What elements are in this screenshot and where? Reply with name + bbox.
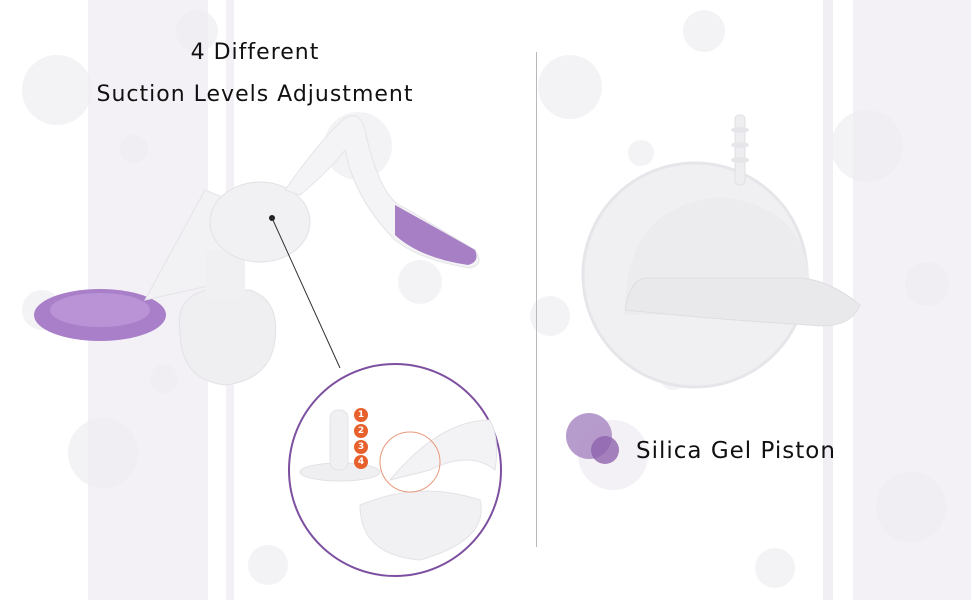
bubble [683,10,725,52]
bubble [150,365,178,393]
panel-divider [536,52,537,547]
bubble [876,472,946,542]
level-badge-4: 4 [354,455,368,469]
level-badge-2: 2 [354,424,368,438]
piston-label: Silica Gel Piston [636,438,836,464]
bubble [538,55,602,119]
bubble [248,545,288,585]
bubble [831,110,903,182]
bubble [22,55,92,125]
bubble [398,260,442,304]
bubble [628,140,654,166]
silica-gel-piston-image [581,114,861,389]
bubble [68,418,138,488]
level-badge-3: 3 [354,440,368,454]
bubble [755,548,795,588]
bubble [120,135,148,163]
heading-line-2: Suction Levels Adjustment [96,82,414,107]
bubble [176,10,218,52]
breast-pump-image [34,115,502,577]
heading-line-1: 4 Different [190,40,320,65]
label-dot-small-icon [591,436,619,464]
level-badge-1: 1 [354,408,368,422]
bubble [905,262,949,306]
